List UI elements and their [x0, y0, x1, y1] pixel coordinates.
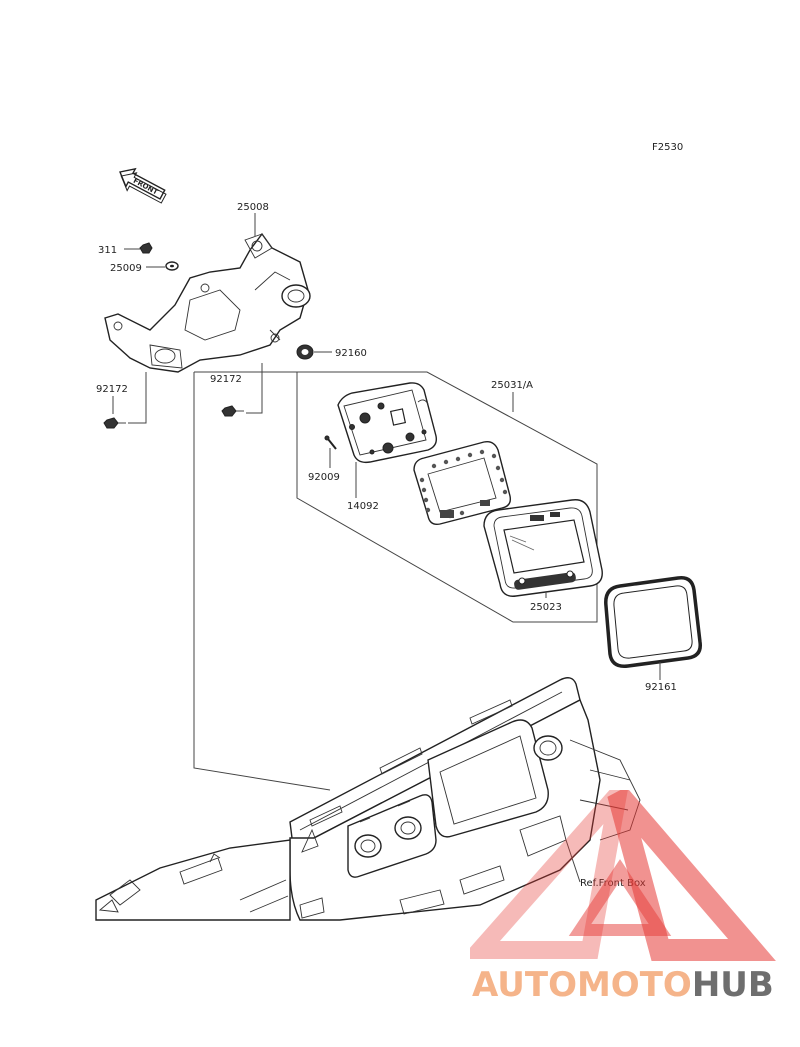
screw-92009	[324, 435, 337, 450]
rear-cover-14092	[337, 382, 438, 464]
part-label-25009: 25009	[110, 263, 142, 274]
part-label-92161: 92161	[645, 682, 677, 693]
watermark-word-2: HUB	[692, 965, 774, 1005]
part-label-14092: 14092	[347, 501, 379, 512]
front-arrow-icon: FRONT	[119, 167, 167, 204]
part-label-311: 311	[98, 245, 117, 256]
gasket-92161	[604, 576, 702, 668]
meter-bracket	[104, 232, 311, 373]
part-label-25023: 25023	[530, 602, 562, 613]
triangle-logo-icon	[470, 790, 776, 961]
grommet-92160	[296, 344, 314, 360]
meter-assembly-outline	[296, 371, 598, 623]
front-box	[95, 677, 641, 921]
part-label-92009: 92009	[308, 472, 340, 483]
svg-text:AUTOMOTOHUB: AUTOMOTOHUB	[472, 965, 774, 1005]
part-label-92172-mid: 92172	[210, 374, 242, 385]
bolt-92172-mid	[221, 405, 244, 417]
nut-311	[139, 242, 153, 254]
part-label-92172-left: 92172	[96, 384, 128, 395]
watermark-word-1: AUTOMOTO	[472, 965, 692, 1005]
figure-code: F2530	[652, 142, 683, 153]
watermark-logo: AUTOMOTOHUB	[470, 790, 776, 1005]
meter-circuit-board	[413, 440, 512, 526]
washer-25009	[165, 261, 179, 271]
meter-25023	[483, 499, 603, 597]
mount-leader-line	[193, 372, 331, 791]
part-label-92160: 92160	[335, 348, 367, 359]
bolt-92172-left	[103, 417, 126, 429]
part-label-25008: 25008	[237, 202, 269, 213]
part-label-25031a: 25031/A	[491, 380, 533, 391]
